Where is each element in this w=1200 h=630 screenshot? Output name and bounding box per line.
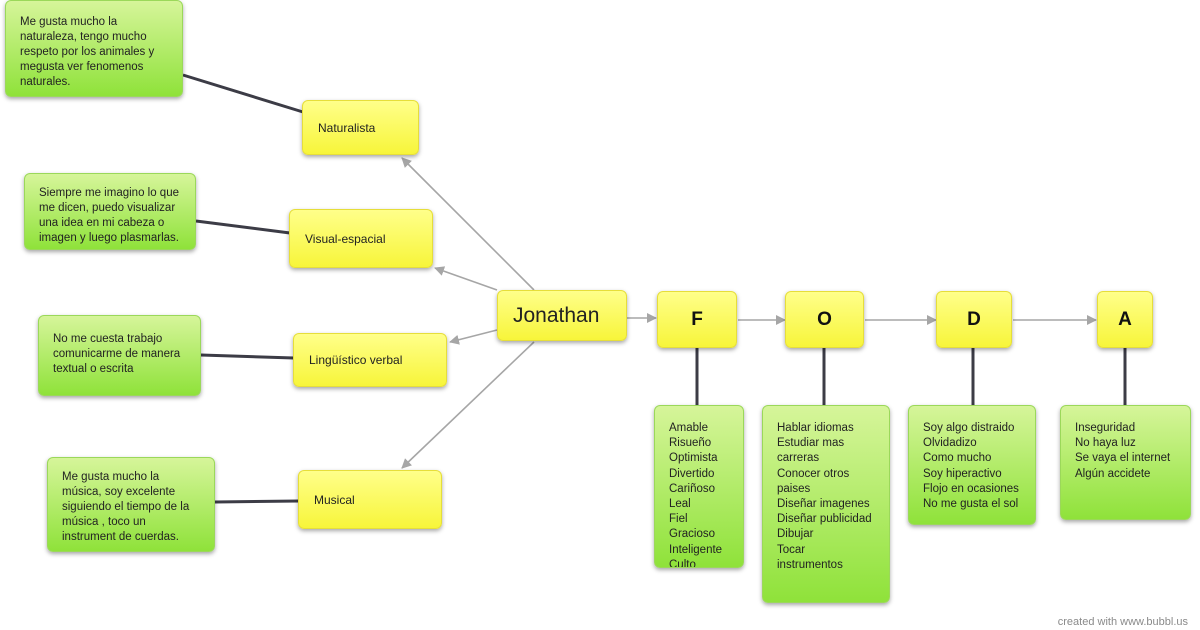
- debilidad-item: Soy hiperactivo: [923, 467, 1002, 480]
- arrow-to-naturalista: [401, 157, 535, 291]
- arrow-to-linguistico: [449, 329, 498, 345]
- fortaleza-item: Fiel: [669, 513, 688, 526]
- amenazas-list[interactable]: Inseguridad No haya luz Se vaya el inter…: [1060, 405, 1191, 520]
- visual-espacial-node[interactable]: Visual-espacial: [289, 209, 433, 268]
- connector-naturalista: [182, 73, 304, 114]
- oportunidad-item: carreras: [777, 452, 820, 465]
- fortaleza-item: Inteligente: [669, 543, 723, 556]
- oportunidad-item: Diseñar publicidad: [777, 513, 872, 526]
- fortaleza-item: Culto: [669, 558, 696, 568]
- musical-description[interactable]: Me gusta mucho la música, soy excelente …: [47, 457, 215, 552]
- connector-linguistico: [200, 353, 295, 360]
- linguistico-verbal-node[interactable]: Lingüístico verbal: [293, 333, 447, 387]
- oportunidad-item: Dibujar: [777, 528, 814, 541]
- oportunidad-item: paises: [777, 482, 811, 495]
- fortaleza-item: Leal: [669, 498, 691, 511]
- oportunidades-list[interactable]: Hablar idiomas Estudiar mas carreras Con…: [762, 405, 890, 603]
- oportunidad-item: Conocer otros: [777, 467, 850, 480]
- debilidad-item: Flojo en ocasiones: [923, 482, 1019, 495]
- oportunidad-item: Estudiar mas: [777, 437, 845, 450]
- visual-espacial-description[interactable]: Siempre me imagino lo que me dicen, pued…: [24, 173, 196, 250]
- credit-text: created with www.bubbl.us: [1057, 616, 1188, 628]
- debilidades-list[interactable]: Soy algo distraido Olvidadizo Como mucho…: [908, 405, 1036, 525]
- oportunidad-item: Diseñar imagenes: [777, 498, 870, 511]
- amenaza-item: No haya luz: [1075, 437, 1136, 450]
- oportunidad-item: Hablar idiomas: [777, 422, 854, 434]
- foda-a-node[interactable]: A: [1097, 291, 1153, 348]
- arrow-to-musical: [401, 341, 535, 469]
- naturalista-description[interactable]: Me gusta mucho la naturaleza, tengo much…: [5, 0, 183, 97]
- amenaza-item: Inseguridad: [1075, 422, 1136, 434]
- linguistico-verbal-description[interactable]: No me cuesta trabajo comunicarme de mane…: [38, 315, 201, 396]
- naturalista-node[interactable]: Naturalista: [302, 100, 419, 155]
- debilidad-item: Olvidadizo: [923, 437, 977, 450]
- debilidad-item: No me gusta el sol: [923, 498, 1019, 511]
- oportunidad-item: instrumentos: [777, 558, 843, 571]
- center-node-jonathan[interactable]: Jonathan: [497, 290, 627, 341]
- arrow-to-visual: [434, 266, 498, 291]
- debilidad-item: Soy algo distraido: [923, 422, 1015, 434]
- fortalezas-list[interactable]: Amable Risueño Optimista Divertido Cariñ…: [654, 405, 744, 568]
- foda-d-node[interactable]: D: [936, 291, 1012, 348]
- fortaleza-item: Optimista: [669, 452, 718, 465]
- amenaza-item: Algún accidete: [1075, 467, 1151, 480]
- foda-o-node[interactable]: O: [785, 291, 864, 348]
- fortaleza-item: Gracioso: [669, 528, 716, 541]
- fortaleza-item: Cariñoso: [669, 482, 716, 495]
- fortaleza-item: Risueño: [669, 437, 712, 450]
- foda-f-node[interactable]: F: [657, 291, 737, 348]
- amenaza-item: Se vaya el internet: [1075, 452, 1171, 465]
- oportunidad-item: Tocar: [777, 543, 806, 556]
- debilidad-item: Como mucho: [923, 452, 992, 465]
- fortaleza-item: Amable: [669, 422, 708, 434]
- fortaleza-item: Divertido: [669, 467, 715, 480]
- connector-musical: [214, 499, 300, 504]
- connector-visual: [195, 219, 291, 235]
- musical-node[interactable]: Musical: [298, 470, 442, 529]
